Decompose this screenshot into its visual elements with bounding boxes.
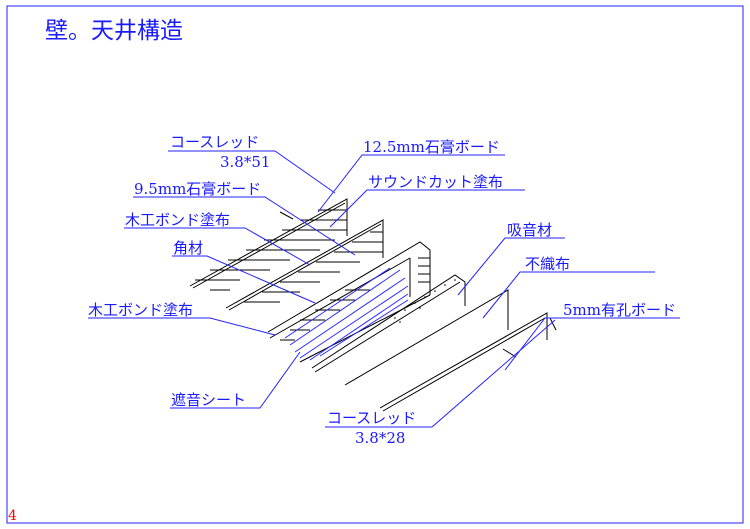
label-square-timber: 角材 [173,239,203,257]
page-border [6,5,744,524]
nonwoven-fabric [344,289,509,386]
page-number: 4 [8,508,17,524]
label-perforated-board: 5mm有孔ボード [563,301,676,319]
square-timber [267,241,431,363]
label-nonwoven: 不織布 [525,255,570,273]
label-gypsum-12-5: 12.5mm石膏ボード [363,138,500,156]
label-coarse-thread-top-size: 3.8*51 [220,153,270,171]
label-sound-insulation-sheet: 遮音シート [171,391,246,409]
page-title: 壁。天井構造 [45,18,183,44]
labels: コースレッド 3.8*51 12.5mm石膏ボード サウンドカット塗布 9.5m… [88,133,676,447]
sound-absorbing-material [311,274,466,373]
label-sound-cut: サウンドカット塗布 [368,173,503,191]
label-coarse-thread-top: コースレッド [170,133,259,151]
label-sound-absorbing: 吸音材 [507,221,552,239]
label-wood-bond-2: 木工ボンド塗布 [88,301,193,319]
gypsum-board-12-5 [189,198,348,291]
label-coarse-thread-bottom-size: 3.8*28 [355,429,405,447]
leaders [88,150,680,428]
label-gypsum-9-5: 9.5mm石膏ボード [134,180,261,198]
label-wood-bond-1: 木工ボンド塗布 [125,211,230,229]
gypsum-board-9-5 [225,219,384,311]
label-coarse-thread-bottom: コースレッド [327,409,416,427]
